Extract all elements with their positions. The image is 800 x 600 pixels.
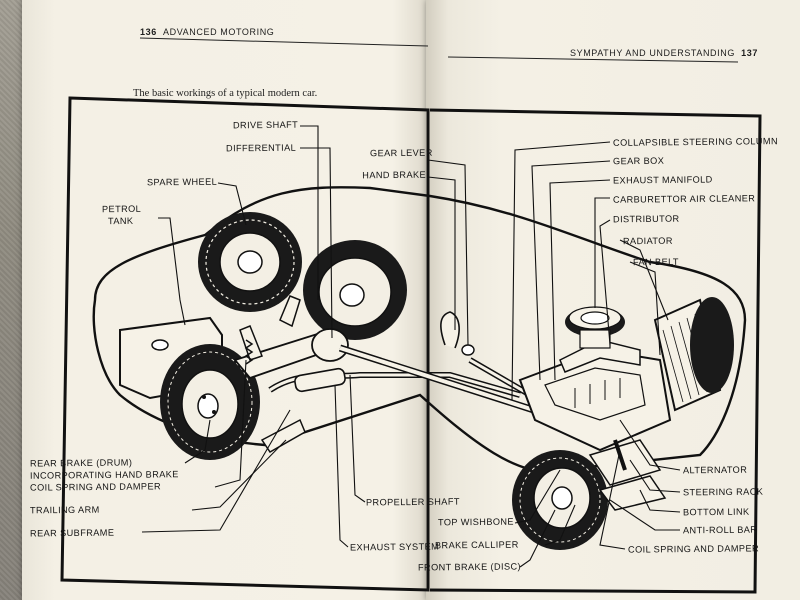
label-differential: DIFFERENTIAL	[225, 142, 297, 154]
left-running-head-text: ADVANCED MOTORING	[163, 27, 275, 37]
label-gear-lever: GEAR LEVER	[369, 147, 433, 159]
right-running-head: SYMPATHY AND UNDERSTANDING 137	[570, 48, 758, 58]
label-distributor: DISTRIBUTOR	[612, 213, 680, 225]
right-running-head-text: SYMPATHY AND UNDERSTANDING	[570, 48, 735, 58]
label-fan-belt: FAN BELT	[632, 256, 679, 268]
label-rear-subframe: REAR SUBFRAME	[29, 527, 115, 539]
front-wheel-far	[690, 297, 734, 393]
label-hand-brake: HAND BRAKE	[362, 169, 427, 181]
propeller-shaft-inner	[339, 346, 541, 414]
label-front-brake: FRONT BRAKE (DISC)	[417, 561, 522, 573]
label-collapsible-steering-column: COLLAPSIBLE STEERING COLUMN	[612, 136, 779, 148]
left-running-head: 136 ADVANCED MOTORING	[140, 27, 274, 37]
label-alternator: ALTERNATOR	[682, 464, 748, 476]
label-petrol-tank-line1: PETROL	[101, 203, 142, 215]
rear-wheel-near	[160, 344, 260, 460]
silencer	[294, 367, 346, 393]
petrol-cap	[151, 339, 169, 351]
spare-wheel	[198, 212, 302, 312]
label-drive-shaft: DRIVE SHAFT	[232, 119, 299, 131]
label-propeller-shaft: PROPELLER SHAFT	[365, 496, 460, 508]
front-suspension	[588, 439, 667, 511]
frame-left	[60, 96, 430, 592]
gear-lever	[440, 311, 475, 356]
label-bottom-link: BOTTOM LINK	[682, 506, 750, 518]
label-exhaust-system: EXHAUST SYSTEM	[349, 541, 440, 553]
figure-caption: The basic workings of a typical modern c…	[133, 88, 318, 99]
label-coil-spring-front: COIL SPRING AND DAMPER	[627, 543, 760, 555]
label-rear-brake-line1: REAR BRAKE (DRUM)	[29, 457, 133, 469]
label-carburettor-air-cleaner: CARBURETTOR AIR CLEANER	[612, 193, 756, 205]
right-page-number: 137	[741, 48, 758, 58]
leader-lines	[141, 125, 681, 568]
rear-coil-spring	[244, 339, 254, 365]
label-steering-rack: STEERING RACK	[682, 486, 764, 498]
label-petrol-tank-line2: TANK	[107, 215, 134, 227]
label-coil-spring-rear: COIL SPRING AND DAMPER	[29, 481, 162, 493]
label-exhaust-manifold: EXHAUST MANIFOLD	[612, 174, 713, 186]
frame-right	[429, 108, 762, 594]
left-page-number: 136	[140, 27, 157, 37]
label-trailing-arm: TRAILING ARM	[29, 504, 100, 516]
label-top-wishbone: TOP WISHBONE	[437, 516, 514, 528]
label-radiator: RADIATOR	[622, 235, 673, 247]
label-spare-wheel: SPARE WHEEL	[146, 176, 218, 188]
air-cleaner	[565, 306, 625, 349]
label-gear-box: GEAR BOX	[612, 155, 665, 167]
engine	[518, 339, 672, 452]
label-anti-roll-bar: ANTI-ROLL BAR	[682, 524, 758, 536]
left-header-rule	[139, 37, 429, 47]
right-header-rule	[447, 56, 739, 63]
front-wheel-near	[512, 450, 608, 550]
rear-wheel-far	[303, 240, 407, 340]
label-rear-brake-line2: INCORPORATING HAND BRAKE	[29, 469, 179, 481]
label-brake-calliper: BRAKE CALLIPER	[434, 539, 519, 551]
